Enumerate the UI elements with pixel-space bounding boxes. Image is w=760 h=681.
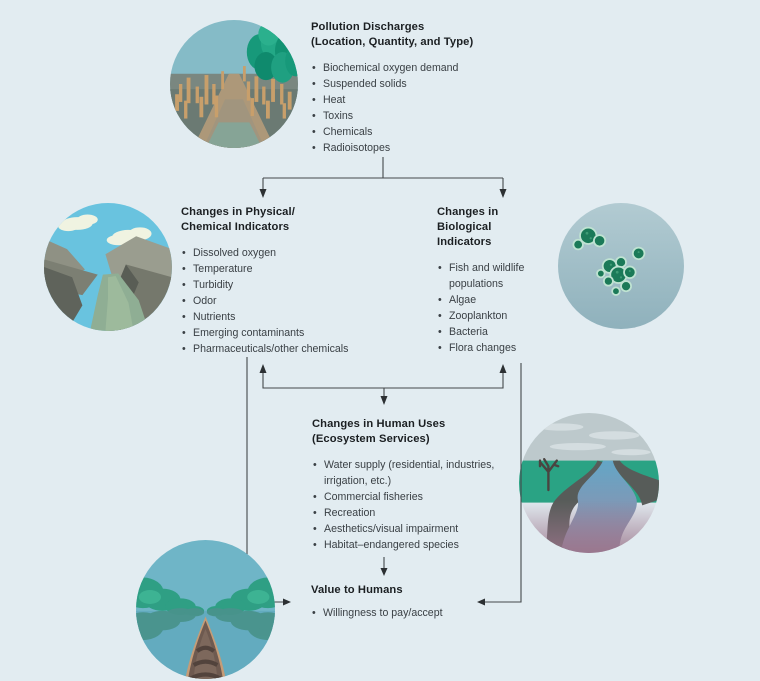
list-item: Emerging contaminants (181, 325, 375, 341)
list-item: Radioisotopes (311, 140, 493, 156)
value-to-humans-list: Willingness to pay/accept (311, 605, 521, 621)
list-item: Commercial fisheries (312, 489, 538, 505)
arrowhead-left-to-value (477, 598, 485, 606)
title-line-1: Changes in Physical/ (181, 206, 295, 218)
logging-pier-illustration (170, 20, 298, 148)
list-item: Aesthetics/visual impairment (312, 521, 538, 537)
list-item: Flora changes (437, 340, 555, 356)
arrow-pollution-to-indicators (262, 157, 504, 190)
arrowhead-up-right (499, 364, 507, 373)
physical-chemical-indicators-block: Changes in Physical/ Chemical Indicators… (181, 205, 375, 357)
logging-pier-scene (170, 20, 298, 148)
human-uses-list: Water supply (residential, industries, i… (312, 457, 538, 553)
list-item: Bacteria (437, 324, 555, 340)
list-item: Habitat–endangered species (312, 537, 538, 553)
arrowhead-right-to-value (283, 598, 291, 606)
title-line-1: Pollution Discharges (311, 21, 425, 33)
arrow-indicators-to-human-uses (262, 372, 504, 397)
list-item: Odor (181, 293, 375, 309)
pollution-discharges-block: Pollution Discharges (Location, Quantity… (311, 20, 493, 156)
physical-chemical-list: Dissolved oxygen Temperature Turbidity O… (181, 245, 375, 357)
arrowhead-down-center (380, 396, 388, 405)
list-item: Suspended solids (311, 76, 493, 92)
biological-indicators-block: Changes in Biological Indicators Fish an… (437, 205, 555, 356)
list-item: Recreation (312, 505, 538, 521)
title-line-1: Value to Humans (311, 584, 403, 596)
list-item: Toxins (311, 108, 493, 124)
human-uses-title: Changes in Human Uses (Ecosystem Service… (312, 417, 538, 447)
arrowhead-down-to-value (380, 568, 388, 576)
arrowhead-up-left (259, 364, 267, 373)
canoe (185, 616, 226, 679)
algae-cells-illustration (558, 203, 684, 329)
title-line-1: Changes in Biological (437, 206, 499, 233)
canoe-lake-scene (136, 540, 275, 679)
title-line-2: Chemical Indicators (181, 221, 290, 233)
list-item: Biochemical oxygen demand (311, 60, 493, 76)
list-item: Zooplankton (437, 308, 555, 324)
arrowhead-down-left (259, 189, 267, 198)
list-item: Heat (311, 92, 493, 108)
list-item: Temperature (181, 261, 375, 277)
value-to-humans-title: Value to Humans (311, 583, 521, 598)
human-uses-block: Changes in Human Uses (Ecosystem Service… (312, 417, 538, 553)
list-item: Water supply (residential, industries, i… (312, 457, 538, 489)
title-line-2: Indicators (437, 236, 492, 248)
list-item: Pharmaceuticals/other chemicals (181, 341, 375, 357)
pollution-discharges-title: Pollution Discharges (Location, Quantity… (311, 20, 493, 50)
biological-indicators-title: Changes in Biological Indicators (437, 205, 555, 250)
title-line-2: (Location, Quantity, and Type) (311, 36, 474, 48)
algae-cells-scene (558, 203, 684, 329)
dead-tree (538, 458, 560, 492)
pollution-discharges-list: Biochemical oxygen demand Suspended soli… (311, 60, 493, 156)
value-to-humans-block: Value to Humans Willingness to pay/accep… (311, 583, 521, 621)
list-item: Algae (437, 292, 555, 308)
list-item: Chemicals (311, 124, 493, 140)
list-item: Nutrients (181, 309, 375, 325)
arrow-biological-to-value (485, 363, 522, 603)
title-line-1: Changes in Human Uses (312, 418, 446, 430)
list-item: Dissolved oxygen (181, 245, 375, 261)
arrowhead-down-right (499, 189, 507, 198)
biological-indicators-list: Fish and wildlife populations Algae Zoop… (437, 260, 555, 356)
list-item: Turbidity (181, 277, 375, 293)
physical-chemical-title: Changes in Physical/ Chemical Indicators (181, 205, 375, 235)
canoe-lake-illustration (136, 540, 275, 679)
list-item: Fish and wildlife populations (437, 260, 555, 292)
title-line-2: (Ecosystem Services) (312, 433, 430, 445)
list-item: Willingness to pay/accept (311, 605, 521, 621)
